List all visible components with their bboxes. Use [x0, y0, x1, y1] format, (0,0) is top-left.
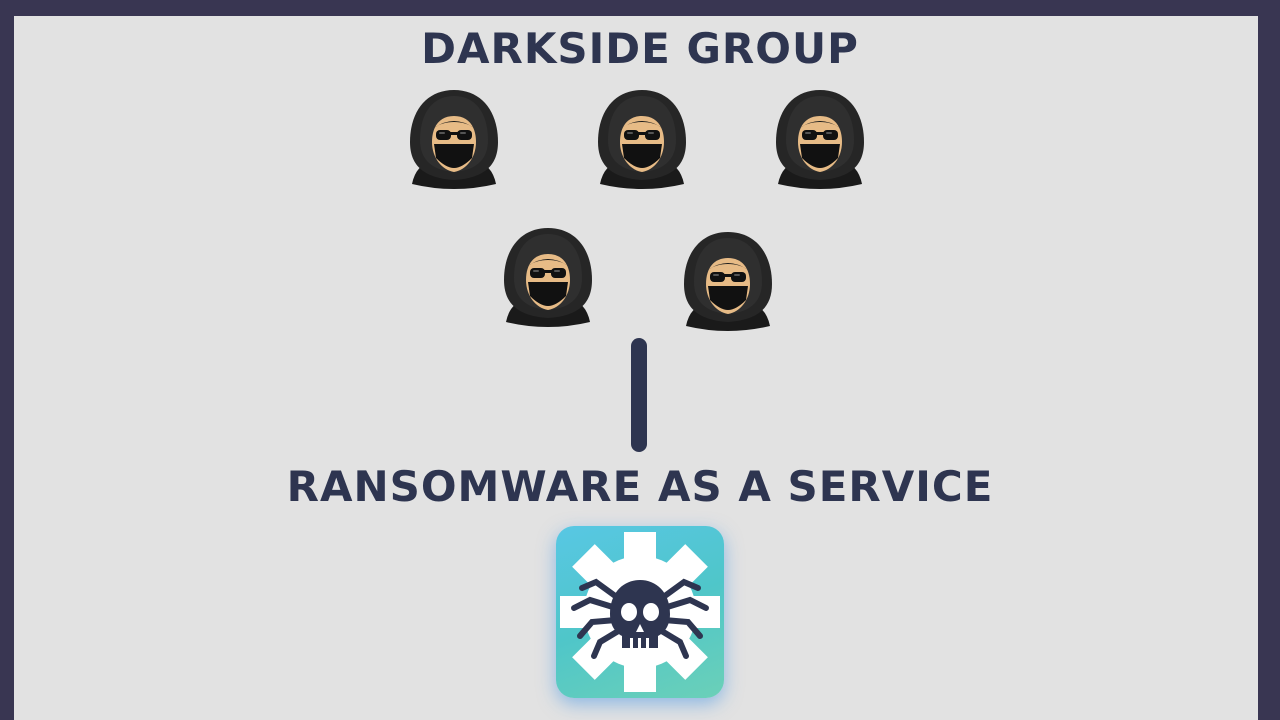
- hooded-hacker-icon: [684, 232, 772, 331]
- hooded-hacker-icon: [776, 90, 864, 189]
- hooded-hacker-icon: [410, 90, 498, 189]
- hooded-hacker-icon: [504, 228, 592, 327]
- connector-line: [631, 338, 647, 452]
- spider-skull-gear-icon: [556, 526, 724, 698]
- service-title: RANSOMWARE AS A SERVICE: [286, 462, 994, 511]
- hooded-hacker-icon: [598, 90, 686, 189]
- group-title: DARKSIDE GROUP: [421, 24, 859, 73]
